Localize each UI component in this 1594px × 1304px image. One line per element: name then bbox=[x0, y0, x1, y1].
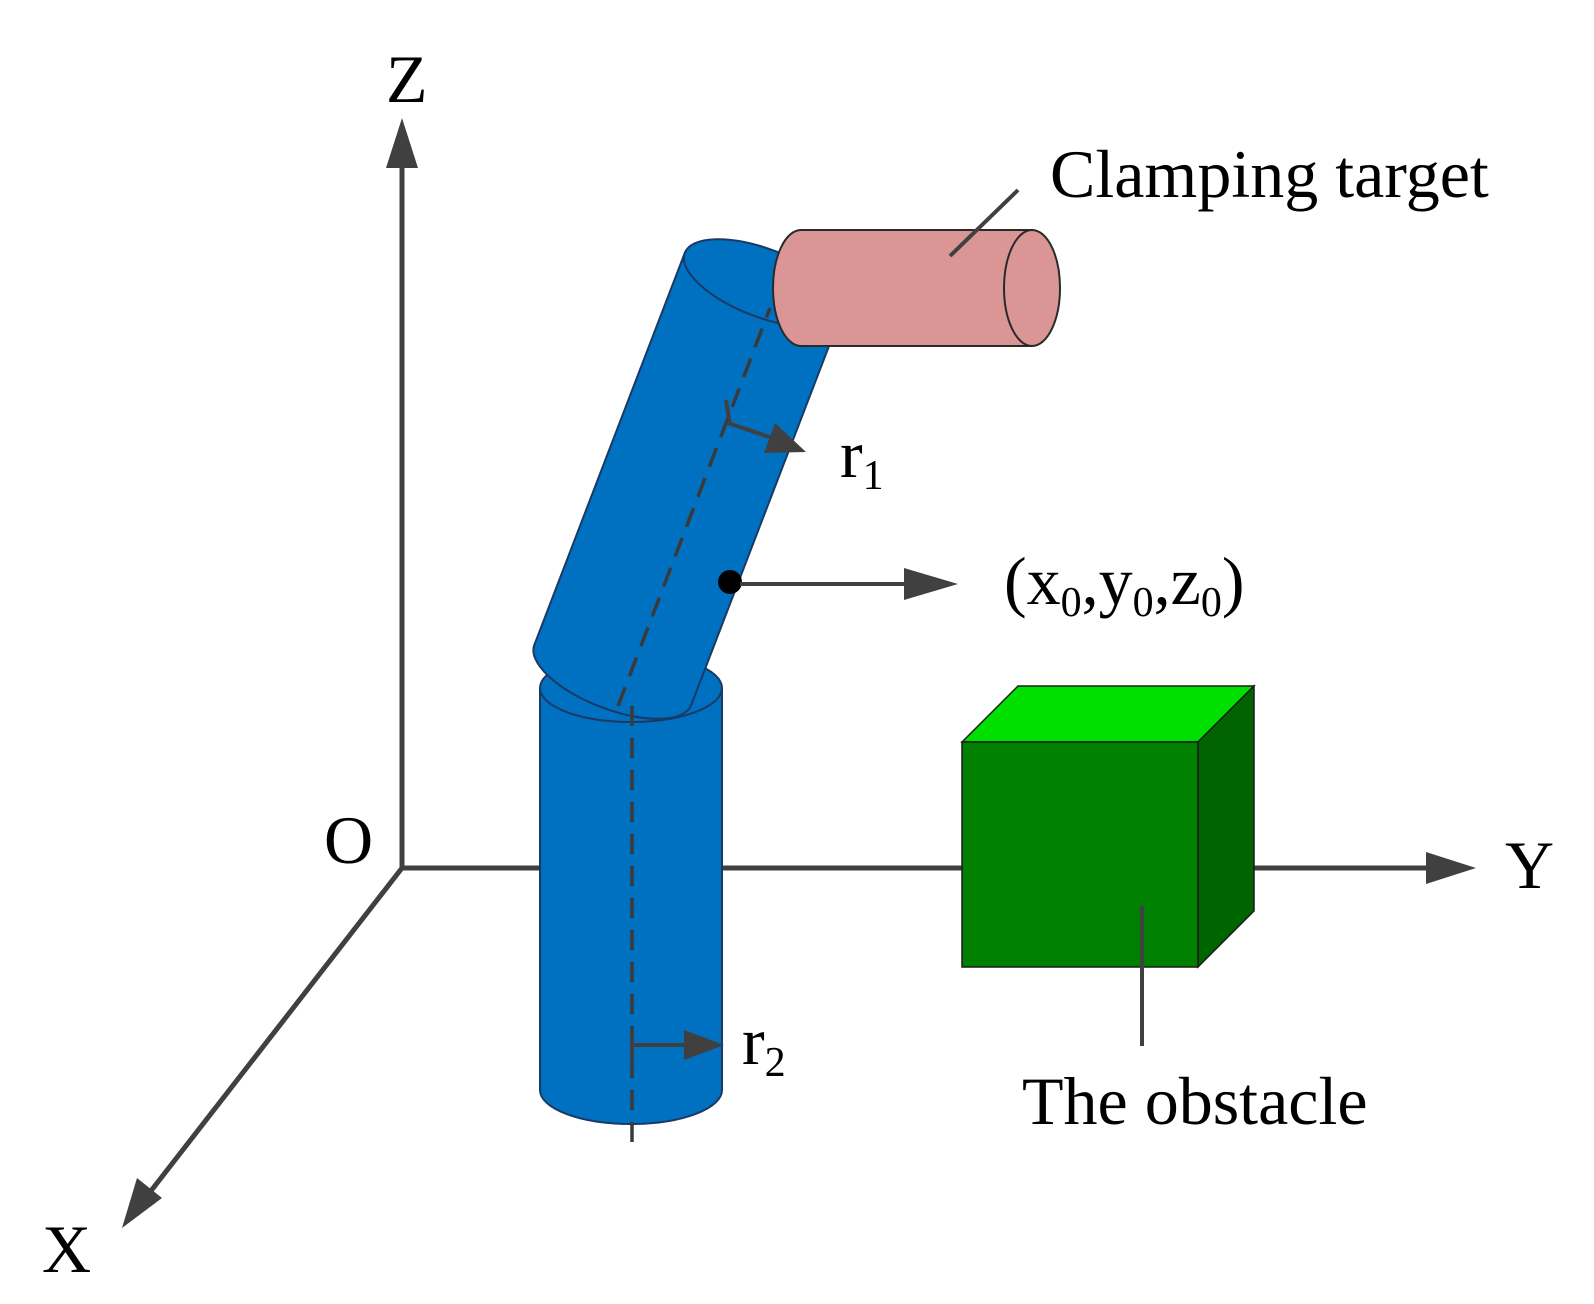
coord-sub-3: 0 bbox=[1201, 580, 1222, 626]
x-axis-label: X bbox=[42, 1211, 91, 1287]
clamping-target-body bbox=[772, 229, 1033, 347]
coord-part-1: (x bbox=[1004, 543, 1061, 619]
y-axis-arrowhead bbox=[1426, 852, 1476, 884]
coord-part-4: ) bbox=[1222, 543, 1245, 619]
r2-label: r2 bbox=[742, 1003, 786, 1086]
centerlines bbox=[616, 307, 772, 1142]
x-axis-arrowhead bbox=[122, 1178, 162, 1228]
r1-arrow-shaft bbox=[727, 421, 779, 442]
clamping-target-end-cap bbox=[1003, 229, 1061, 347]
obstacle-label: The obstacle bbox=[1022, 1063, 1368, 1139]
y-axis-label: Y bbox=[1505, 827, 1554, 903]
center-point-coordinates-label: (x0,y0,z0) bbox=[1004, 543, 1245, 626]
upper-cylinder-body bbox=[532, 251, 843, 720]
upper-centerline bbox=[616, 307, 772, 707]
r1-label-subscript: 1 bbox=[863, 453, 884, 499]
coord-sub-2: 0 bbox=[1133, 580, 1154, 626]
r1-tick bbox=[724, 399, 732, 426]
clamping-target-label: Clamping target bbox=[1050, 136, 1489, 212]
clamping-target-leader-line bbox=[948, 188, 1020, 258]
coord-part-3: ,z bbox=[1154, 543, 1201, 619]
x-axis bbox=[138, 866, 404, 1207]
r1-label-base: r bbox=[840, 416, 863, 492]
coord-sub-1: 0 bbox=[1061, 580, 1082, 626]
r2-arrowhead bbox=[684, 1030, 724, 1060]
r1-arrowhead bbox=[764, 423, 806, 453]
obstacle-front-face bbox=[961, 741, 1199, 968]
r1-label: r1 bbox=[840, 416, 884, 499]
center-point-dot bbox=[718, 570, 742, 594]
center-point-pointer-arrowhead bbox=[904, 568, 958, 600]
r2-label-base: r bbox=[742, 1003, 765, 1079]
coord-part-2: ,y bbox=[1082, 543, 1133, 619]
origin-label: O bbox=[324, 802, 373, 878]
obstacle-cube bbox=[960, 684, 1256, 969]
z-axis-label: Z bbox=[386, 41, 428, 117]
r2-label-subscript: 2 bbox=[765, 1040, 786, 1086]
radius-arrows bbox=[630, 399, 806, 1060]
z-axis-arrowhead bbox=[386, 118, 418, 168]
clamping-target-cylinder bbox=[772, 229, 1061, 347]
